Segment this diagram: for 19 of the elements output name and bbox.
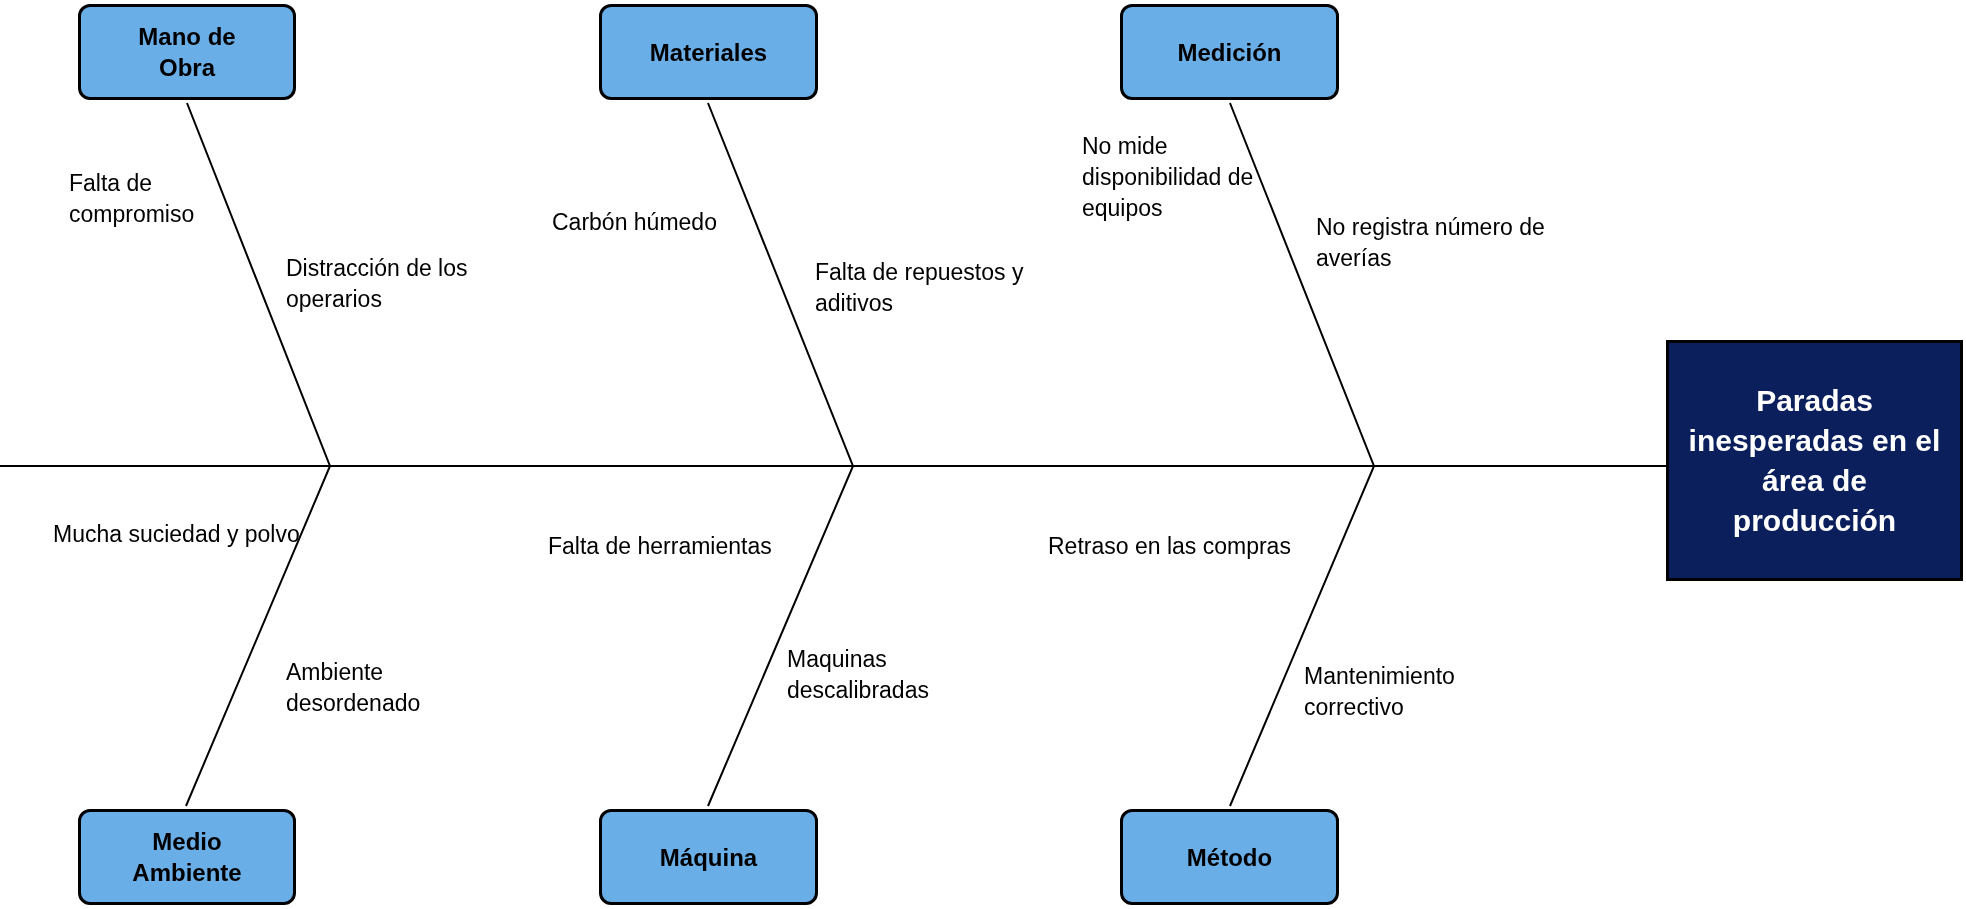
- cause-label: Falta de compromiso: [69, 169, 196, 229]
- effect-box: Paradas inesperadas en el área de producción: [1666, 340, 1963, 581]
- category-box: Mano de Obra: [78, 4, 296, 100]
- cause-label: No mide disponibilidad de equipos: [1082, 132, 1255, 223]
- cause-label: Falta de herramientas: [548, 532, 772, 561]
- cause-label: Retraso en las compras: [1048, 532, 1291, 561]
- cause-label: Carbón húmedo: [552, 208, 717, 237]
- cause-label: Mucha suciedad y polvo: [53, 520, 300, 549]
- cause-label: Falta de repuestos y aditivos: [815, 258, 1025, 318]
- category-box: Materiales: [599, 4, 818, 100]
- cause-label: Mantenimiento correctivo: [1304, 662, 1456, 722]
- cause-label: Maquinas descalibradas: [787, 645, 930, 705]
- category-box: Método: [1120, 809, 1339, 905]
- cause-label: Distracción de los operarios: [286, 254, 469, 314]
- cause-label: No registra número de averías: [1316, 213, 1546, 273]
- category-box: Medio Ambiente: [78, 809, 296, 905]
- category-box: Máquina: [599, 809, 818, 905]
- category-box: Medición: [1120, 4, 1339, 100]
- cause-label: Ambiente desordenado: [286, 658, 422, 718]
